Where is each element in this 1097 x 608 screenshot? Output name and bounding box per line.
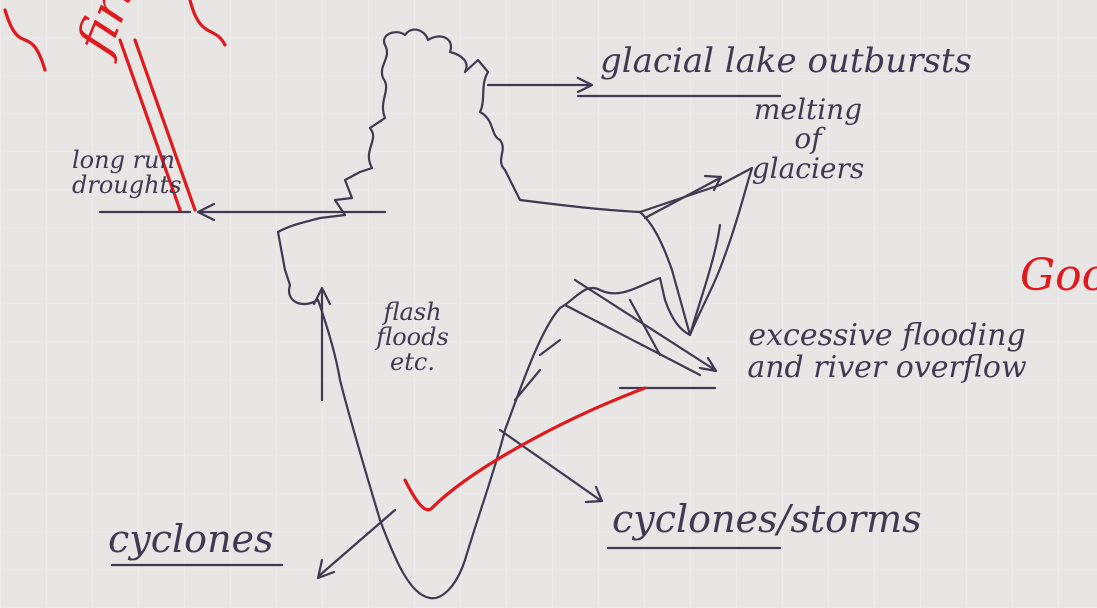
arrow-cyclone-right bbox=[500, 430, 602, 502]
label-glacial: glacial lake outbursts bbox=[600, 44, 972, 80]
label-excessive: excessive flooding and river overflow bbox=[722, 320, 1052, 383]
arrow-excessive-c bbox=[565, 305, 700, 375]
label-drought: long run droughts bbox=[72, 148, 192, 198]
arrow-flash-up bbox=[314, 288, 330, 400]
label-cyclones-right: cyclones/storms bbox=[612, 500, 922, 540]
label-flash: flash floods etc. bbox=[355, 300, 470, 376]
arrow-glacial bbox=[488, 78, 592, 92]
label-cyclones-left: cyclones bbox=[108, 520, 274, 560]
annotation-good: Good bbox=[1020, 250, 1097, 301]
red-checkmark bbox=[405, 388, 645, 510]
bay-line bbox=[515, 340, 560, 400]
arrow-melting bbox=[645, 176, 721, 218]
label-melting: melting of glaciers bbox=[748, 95, 868, 183]
arrow-cyclone-left bbox=[318, 510, 395, 578]
northeast-lobe bbox=[640, 212, 720, 335]
arrow-drought bbox=[198, 204, 385, 220]
